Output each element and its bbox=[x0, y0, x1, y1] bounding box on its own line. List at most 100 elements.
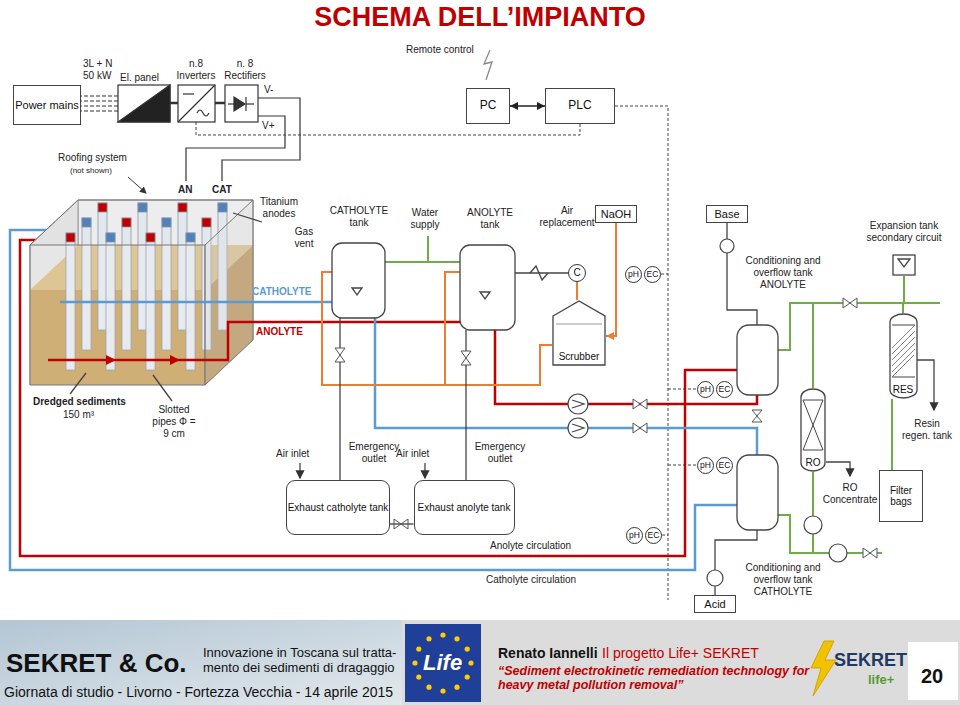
power-supply bbox=[225, 85, 258, 122]
part-label: n.8 Inverters bbox=[172, 58, 220, 82]
part-label: Air replacement bbox=[536, 205, 598, 229]
resin-column: RES bbox=[889, 313, 918, 399]
author-name: Renato Iannelli bbox=[498, 645, 598, 662]
footer-band bbox=[908, 642, 958, 700]
flow-arrows bbox=[106, 355, 116, 365]
electrode-tubes bbox=[146, 233, 155, 242]
part-label: Gas vent bbox=[290, 226, 318, 250]
electrode-tubes bbox=[178, 203, 187, 212]
power-supply bbox=[78, 85, 300, 204]
drain-lines bbox=[299, 463, 300, 478]
process-pipes bbox=[48, 302, 757, 455]
exhaust-tank: Exhaust catholyte tank bbox=[286, 480, 390, 535]
footer-band bbox=[465, 674, 470, 679]
power-supply bbox=[170, 102, 178, 105]
footer-band bbox=[454, 685, 459, 690]
valves bbox=[863, 548, 877, 558]
outer-circulation bbox=[20, 240, 737, 556]
footer-band bbox=[454, 636, 459, 641]
water-lines bbox=[902, 303, 904, 313]
tanks bbox=[480, 292, 490, 299]
column-hatch bbox=[892, 331, 915, 354]
sensor-circle: EC bbox=[716, 381, 733, 398]
line-label: Anolyte circulation bbox=[490, 540, 571, 552]
part-label: Air inlet bbox=[396, 448, 429, 460]
tanks bbox=[737, 325, 778, 395]
electrode-tubes bbox=[218, 203, 227, 212]
node-text: NaOH bbox=[601, 208, 632, 221]
control-lines bbox=[668, 465, 697, 466]
sediment-basin bbox=[30, 200, 253, 385]
node-text: pH bbox=[700, 385, 711, 394]
power-supply bbox=[215, 102, 225, 105]
power-supply bbox=[78, 101, 118, 102]
valves bbox=[633, 423, 647, 433]
exhaust-tank: Exhaust anolyte tank bbox=[414, 480, 515, 535]
footer-band bbox=[0, 620, 402, 705]
pipe-connector bbox=[891, 399, 893, 470]
electrode-tubes bbox=[66, 233, 75, 242]
column-detail bbox=[803, 400, 823, 450]
column-hatch bbox=[892, 361, 908, 377]
tanks bbox=[352, 288, 362, 295]
slide-title: SCHEMA DELL’IMPIANTO bbox=[0, 1, 960, 33]
control-lines bbox=[668, 389, 697, 390]
outer-circulation bbox=[10, 230, 737, 570]
ro-column: RO bbox=[800, 388, 826, 472]
water-lines bbox=[778, 515, 882, 553]
column-detail bbox=[803, 400, 823, 401]
pumps bbox=[568, 394, 588, 414]
node-text: pH bbox=[700, 461, 711, 470]
electrode-tubes bbox=[122, 218, 131, 227]
power-supply bbox=[186, 116, 285, 181]
pipe-connector bbox=[576, 282, 578, 300]
control-lines bbox=[662, 535, 668, 536]
logo-text: Life bbox=[423, 650, 462, 676]
water-lines bbox=[903, 276, 905, 303]
column-detail bbox=[803, 400, 823, 450]
drain-lines bbox=[70, 213, 934, 595]
part-label: CATHOLYTE tank bbox=[326, 205, 392, 229]
column-hatch bbox=[892, 325, 915, 348]
rating-label: 3L + N 50 kW bbox=[83, 58, 125, 82]
footer-band bbox=[0, 620, 960, 705]
node-text: Base bbox=[714, 208, 739, 221]
scrubber-detail bbox=[556, 324, 602, 325]
water-lines bbox=[812, 534, 814, 553]
part-label: Expansion tank secondary circuit bbox=[855, 220, 953, 244]
sensor-circle: EC bbox=[716, 457, 733, 474]
line-label: CATHOLYTE bbox=[252, 286, 311, 298]
footer-band bbox=[440, 632, 445, 637]
pumps bbox=[707, 570, 723, 586]
node-text: RO bbox=[806, 457, 821, 469]
node-text: Acid bbox=[704, 598, 725, 611]
footer-band bbox=[465, 646, 470, 651]
controller-box: PLC bbox=[545, 88, 615, 124]
computer-box: PC bbox=[466, 88, 510, 124]
tanks bbox=[332, 243, 385, 318]
control-lines bbox=[196, 106, 697, 600]
electrode-tubes bbox=[138, 203, 147, 212]
pumps bbox=[829, 544, 847, 562]
basin-front bbox=[30, 200, 253, 245]
water-lines bbox=[427, 236, 429, 262]
column-detail bbox=[803, 450, 823, 451]
terminal-label: V- bbox=[264, 84, 273, 96]
sensor-circle: pH bbox=[697, 381, 714, 398]
pumps bbox=[568, 418, 588, 438]
node-text: C bbox=[573, 268, 580, 278]
part-label: Dredged sediments bbox=[33, 396, 126, 408]
power-supply bbox=[78, 106, 118, 107]
terminal-label: AN bbox=[178, 184, 192, 196]
power-supply bbox=[183, 93, 194, 94]
node-text: pH bbox=[628, 270, 639, 279]
electrode-tubes bbox=[98, 203, 107, 212]
power-supply bbox=[78, 96, 118, 111]
logo-text: SEKRET bbox=[834, 650, 907, 672]
project-name: Il progetto Life+ SEKRET bbox=[602, 645, 759, 662]
pumps bbox=[568, 239, 847, 586]
filter-box: Filter bags bbox=[879, 470, 923, 522]
column-detail bbox=[892, 377, 915, 378]
leader-arrow bbox=[128, 177, 146, 193]
